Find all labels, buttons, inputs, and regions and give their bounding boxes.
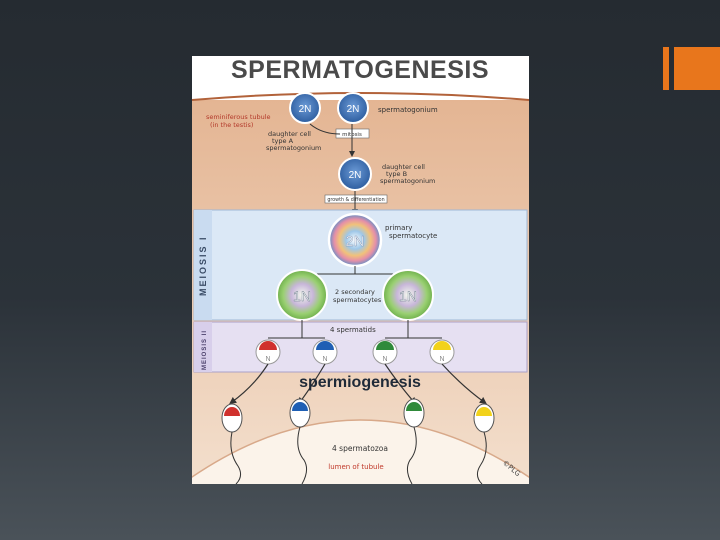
- meiosis-2-label: MEIOSIS II: [202, 330, 208, 370]
- spermatid-blue: N: [313, 340, 337, 364]
- primary-ploidy: 2N: [345, 233, 364, 250]
- svg-text:N: N: [265, 356, 270, 363]
- accent-bar: [663, 47, 669, 90]
- primary-label-2: spermatocyte: [389, 232, 437, 240]
- spermatids-label: 4 spermatids: [330, 326, 376, 334]
- secondary-label-1: 2 secondary: [335, 288, 375, 296]
- primary-label-1: primary: [385, 224, 412, 232]
- meiosis-1-label: MEIOSIS I: [198, 235, 208, 296]
- spermiogenesis-label: spermiogenesis: [299, 374, 421, 391]
- secondary-right-ploidy: 1N: [399, 288, 417, 304]
- spermatid-yellow: N: [430, 340, 454, 364]
- growth-label: growth & differentiation: [327, 197, 384, 203]
- daughter-b-label-3: spermatogonium: [380, 177, 435, 185]
- spermatogenesis-diagram: SPERMATOGENESIS seminiferous tubule (in …: [192, 56, 529, 484]
- spermatid-green: N: [373, 340, 397, 364]
- tubule-label-line2: (in the testis): [210, 121, 253, 129]
- spermatogonium-ploidy: 2N: [347, 104, 360, 115]
- secondary-left-ploidy: 1N: [293, 288, 311, 304]
- accent-square: [674, 47, 720, 90]
- diagram-title: SPERMATOGENESIS: [231, 56, 489, 84]
- spermatogonium-label: spermatogonium: [378, 106, 438, 114]
- secondary-label-2: spermatocytes: [333, 296, 382, 304]
- svg-text:N: N: [439, 356, 444, 363]
- svg-text:N: N: [322, 356, 327, 363]
- daughter-a-ploidy: 2N: [299, 104, 312, 115]
- lumen-label: lumen of tubule: [328, 463, 383, 471]
- daughter-a-label-3: spermatogonium: [266, 144, 321, 152]
- daughter-b-ploidy: 2N: [349, 170, 362, 181]
- tubule-label-line1: seminiferous tubule: [206, 113, 271, 121]
- svg-text:N: N: [382, 356, 387, 363]
- spermatid-red: N: [256, 340, 280, 364]
- spermatozoa-label: 4 spermatozoa: [332, 444, 388, 453]
